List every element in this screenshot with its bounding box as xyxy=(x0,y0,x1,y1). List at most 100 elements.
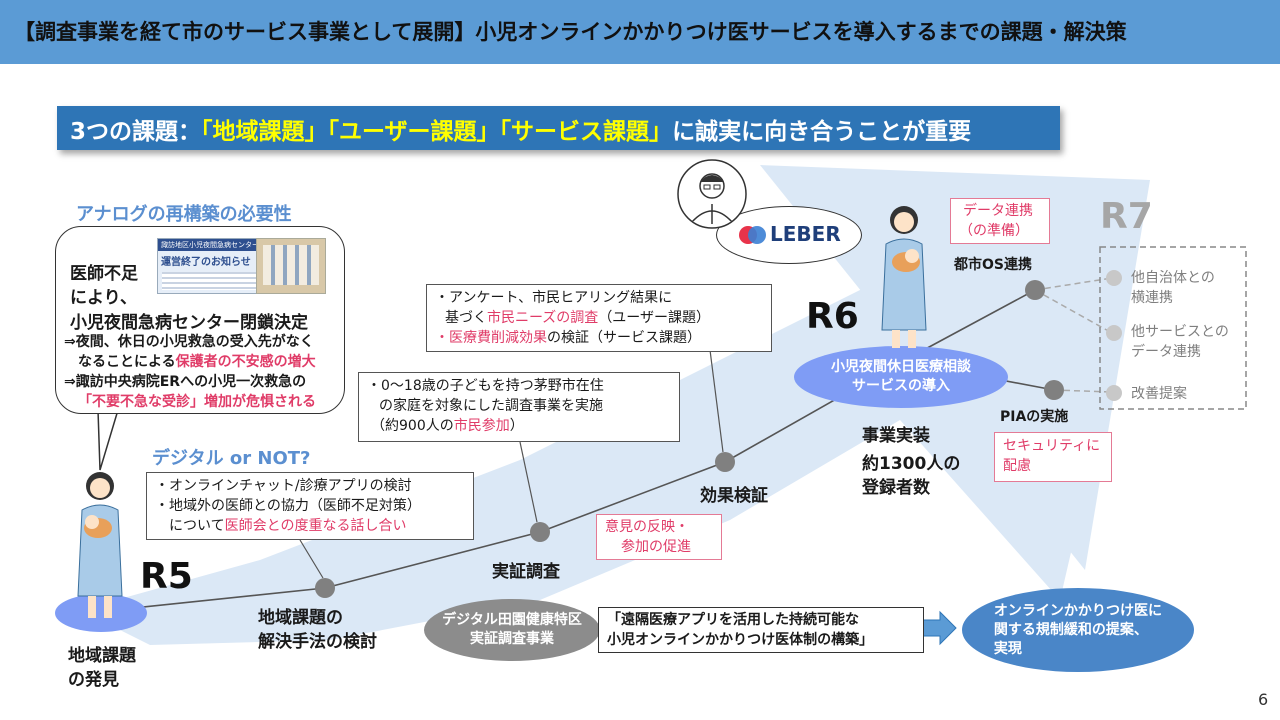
future-item-1: 他自治体との 横連携 xyxy=(1131,268,1215,308)
future-item-2-line-1: 他サービスとの xyxy=(1131,324,1229,340)
data-link-line-1: データ連携 xyxy=(963,203,1033,219)
questionnaire-box: ・アンケート、市民ヒアリング結果に 基づく市民ニーズの調査（ユーザー課題） ・医… xyxy=(426,284,772,352)
digital-heading: デジタル or NOT? xyxy=(152,448,311,469)
data-link-line-2: （の準備） xyxy=(959,223,1029,239)
future-item-2-line-2: データ連携 xyxy=(1131,344,1201,360)
future-node-2 xyxy=(1106,325,1122,341)
point1-line1: ⇒夜間、休日の小児救急の受入先がなく xyxy=(64,334,314,350)
node-method xyxy=(315,578,335,598)
doctor-icon xyxy=(677,159,747,229)
closure-decision: 小児夜間急病センター閉鎖決定 xyxy=(70,313,308,333)
mother-left-icon xyxy=(77,472,123,618)
key-message-text: 3つの課題：「地域課題」「ユーザー課題」「サービス課題」に誠実に向き合うことが重… xyxy=(70,112,971,146)
questionnaire-highlight-2: ・医療費削減効果 xyxy=(435,330,547,346)
banner-suffix: に誠実に向き合うことが重要 xyxy=(672,119,972,145)
future-node-1 xyxy=(1106,270,1122,286)
stage-effect: 効果検証 xyxy=(700,486,768,506)
city-os-label: 都市OS連携 xyxy=(954,257,1032,273)
digital-project-line-2: 実証調査事業 xyxy=(469,631,554,647)
leber-name: LEBER xyxy=(770,222,841,246)
survey-box: ・0～18歳の子どもを持つ茅野市在住 の家庭を対象にした調査事業を実施 （約90… xyxy=(358,372,680,442)
closure-notice-image: 諏訪地区小児夜間急病センター 運営終了のお知らせ xyxy=(157,238,263,294)
digital-line-2: ・地域外の医師との協力（医師不足対策） xyxy=(155,498,421,514)
questionnaire-line-2: 基づく xyxy=(445,310,487,326)
pia-label: PIAの実施 xyxy=(1000,409,1069,425)
bubble-tail xyxy=(97,409,120,471)
survey-line-1: ・0～18歳の子どもを持つ茅野市在住 xyxy=(367,378,604,394)
survey-pointer xyxy=(519,441,538,523)
future-item-2: 他サービスとの データ連携 xyxy=(1131,322,1229,362)
future-box xyxy=(1099,246,1247,410)
discovery-ellipse xyxy=(55,594,147,632)
service-intro-line-1: 小児夜間休日医療相談 xyxy=(831,359,971,375)
questionnaire-line-2-end: （ユーザー課題） xyxy=(598,310,711,326)
reason-line-2: により、 xyxy=(70,288,137,308)
deregulation-line-2: 関する規制緩和の提案、 xyxy=(993,621,1148,638)
point2-highlight: 「不要不急な受診」増加が危惧される xyxy=(78,394,316,410)
feedback-line-1: 意見の反映・ xyxy=(605,519,689,535)
page-title: 【調査事業を経て市のサービス事業として展開】小児オンラインかかりつけ医サービスを… xyxy=(14,20,1127,44)
node-cityos xyxy=(1025,280,1045,300)
reason-line-1: 医師不足 xyxy=(70,264,138,284)
leber-logo-icon xyxy=(739,226,766,244)
feedback-line-2: 参加の促進 xyxy=(621,539,691,555)
survey-line-2: の家庭を対象にした調査事業を実施 xyxy=(379,398,603,414)
digital-box: ・オンラインチャット/診療アプリの検討 ・地域外の医師との協力（医師不足対策） … xyxy=(146,472,474,540)
security-box: セキュリティに 配慮 xyxy=(994,432,1112,482)
quote-line-2: 小児オンラインかかりつけ医体制の構築」 xyxy=(607,632,874,648)
point2-line1: ⇒諏訪中央病院ERへの小児一次救急の xyxy=(64,374,307,390)
deregulation-ellipse: オンラインかかりつけ医に 関する規制緩和の提案、 実現 xyxy=(962,588,1194,672)
deregulation-line-3: 実現 xyxy=(993,640,1022,657)
security-line-2: 配慮 xyxy=(1003,458,1031,474)
digital-project-ellipse: デジタル田園健康特区 実証調査事業 xyxy=(424,599,600,661)
mother-r6-icon xyxy=(881,206,927,348)
digital-line-1: ・オンラインチャット/診療アプリの検討 xyxy=(155,478,412,494)
stage-method: 地域課題の 解決手法の検討 xyxy=(258,606,377,654)
deregulation-line-1: オンラインかかりつけ医に xyxy=(993,602,1163,619)
method-line-2: 解決手法の検討 xyxy=(258,632,377,652)
analog-points: ⇒夜間、休日の小児救急の受入先がなく なることによる保護者の不安感の増大 ⇒諏訪… xyxy=(64,332,316,412)
center-building-image xyxy=(256,238,326,294)
future-node-3 xyxy=(1106,385,1122,401)
question-pointer xyxy=(709,349,724,453)
discovery-line-1: 地域課題 xyxy=(68,646,136,666)
survey-highlight: 市民参加 xyxy=(453,418,510,434)
year-r6: R6 xyxy=(806,296,859,337)
data-link-box: データ連携 （の準備） xyxy=(950,198,1050,244)
digital-line-3: について xyxy=(169,518,225,534)
quote-box: 「遠隔医療アプリを活用した持続可能な 小児オンラインかかりつけ医体制の構築」 xyxy=(598,607,924,653)
header-bar xyxy=(0,0,1280,64)
questionnaire-line-3: の検証（サービス課題） xyxy=(547,330,701,346)
notice-text-lines xyxy=(162,272,258,290)
survey-line-3: （約900人の xyxy=(371,418,454,434)
digital-pointer xyxy=(299,539,324,579)
service-intro-ellipse: 小児夜間休日医療相談 サービスの導入 xyxy=(794,346,1008,408)
future-item-1-line-1: 他自治体との xyxy=(1131,270,1215,286)
node-survey xyxy=(530,522,550,542)
notice-subtitle: 諏訪地区小児夜間急病センター xyxy=(158,239,262,251)
node-pia xyxy=(1044,380,1064,400)
key-message-banner xyxy=(57,106,1060,150)
quote-line-1: 「遠隔医療アプリを活用した持続可能な xyxy=(607,612,859,628)
connector-2 xyxy=(1034,289,1113,334)
connector-1 xyxy=(1034,277,1113,291)
digital-highlight: 医師会との度重なる話し合い xyxy=(224,518,407,534)
registrants-line-2: 登録者数 xyxy=(862,478,930,498)
reason-text: 医師不足 により、 xyxy=(70,262,138,310)
year-r7: R7 xyxy=(1100,196,1153,237)
point1-highlight: 保護者の不安感の増大 xyxy=(175,354,316,370)
method-line-1: 地域課題の xyxy=(258,608,343,628)
banner-prefix: 3つの課題： xyxy=(70,119,202,145)
point1-line2: なることによる xyxy=(78,354,176,370)
registrants: 約1300人の 登録者数 xyxy=(862,452,960,500)
notice-title: 運営終了のお知らせ xyxy=(161,257,251,268)
node-effect xyxy=(715,452,735,472)
future-item-1-line-2: 横連携 xyxy=(1131,290,1173,306)
survey-line-3-end: ） xyxy=(509,418,524,434)
registrants-line-1: 約1300人の xyxy=(862,454,961,474)
stage-discovery: 地域課題 の発見 xyxy=(68,644,136,692)
page-number: 6 xyxy=(1258,690,1269,709)
service-intro-line-2: サービスの導入 xyxy=(852,378,950,394)
banner-highlight: 「地域課題」「ユーザー課題」「サービス課題」 xyxy=(201,119,673,145)
building-windows xyxy=(263,245,319,285)
